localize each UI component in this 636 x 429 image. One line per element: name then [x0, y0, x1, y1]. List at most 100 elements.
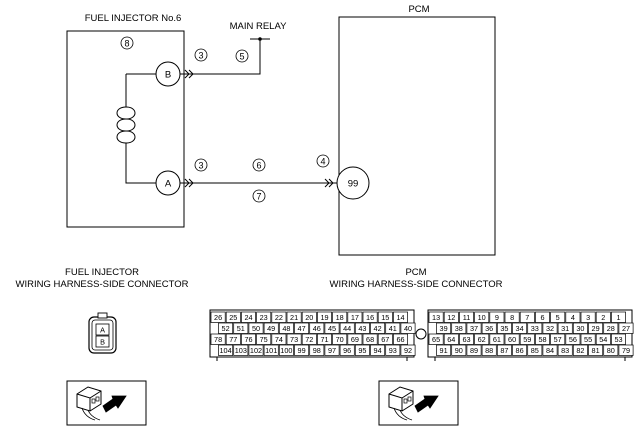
pcm-pin-label: 57: [554, 335, 562, 344]
pcm-pin-label: 32: [546, 324, 554, 333]
pcm-pin-label: 81: [592, 346, 600, 355]
pcm-pin-label: 33: [531, 324, 539, 333]
pcm-pin-cell: [233, 322, 249, 334]
pcm-pin-cell: [263, 322, 279, 334]
injector-connector-title-1: FUEL INJECTOR: [65, 267, 139, 278]
pcm-pin-cell: [347, 311, 363, 323]
pcm-pin-cell: [512, 322, 528, 334]
wire-a-code-bottom-circle: [252, 189, 266, 203]
pcm-pin-cell: [286, 311, 302, 323]
pcm-terminal-label: 99: [348, 179, 359, 190]
pcm-pin-cell: [443, 333, 459, 345]
pcm-pin-label: 21: [290, 313, 298, 322]
pcm-pin-label: 55: [584, 335, 592, 344]
pcm-pin-cell: [459, 333, 474, 345]
pcm-pin-label: 72: [305, 335, 313, 344]
pcm-pin-cell: [618, 322, 634, 334]
wire-a-connector-code-circle: [194, 158, 208, 172]
pcm-pin-cell: [436, 322, 452, 334]
pcm-pin-cell: [527, 322, 543, 334]
pcm-pin-cell: [557, 322, 573, 334]
wire-b-connector-code-circle: [194, 48, 208, 62]
pcm-pin-label: 1: [616, 313, 620, 322]
pcm-pin-label: 31: [561, 324, 569, 333]
pcm-pin-label: 15: [381, 313, 389, 322]
pcm-pin-label: 37: [470, 324, 478, 333]
pcm-box: [338, 16, 496, 256]
wire-b-connector-code: 3: [198, 51, 203, 61]
injector-box: [66, 30, 185, 228]
connector-insert-arrow-icon: [414, 395, 439, 413]
pcm-pin-label: 7: [525, 313, 529, 322]
pcm-pin-cell: [451, 344, 467, 356]
pcm-pin-cell: [271, 333, 287, 345]
pcm-pin-cell: [339, 344, 355, 356]
pcm-pin-label: 11: [463, 313, 471, 322]
pcm-pin-label: 51: [237, 324, 245, 333]
pcm-pin-cell: [466, 344, 482, 356]
pcm-pin-cell: [519, 333, 535, 345]
wire-a-code-top: 6: [256, 161, 261, 171]
pcm-pin-label: 53: [614, 335, 622, 344]
pcm-pin-cell: [385, 322, 401, 334]
pcm-pin-label: 13: [432, 313, 440, 322]
pcm-pin-label: 45: [328, 324, 336, 333]
pcm-pin-label: 14: [396, 313, 404, 322]
pcm-connector-center-hole: [415, 328, 427, 340]
pcm-pin-label: 61: [493, 335, 501, 344]
injector-coil-icon: [116, 106, 136, 144]
pcm-harness-code-circle: [316, 154, 330, 168]
pcm-pin-cell: [519, 311, 535, 323]
pcm-pin-cell: [286, 333, 302, 345]
pcm-pin-cell: [210, 333, 226, 345]
pcm-pin-label: 75: [260, 335, 268, 344]
pcm-pin-label: 77: [229, 335, 237, 344]
pcm-pin-cell: [317, 311, 332, 323]
pcm-harness-code: 4: [320, 157, 325, 167]
pcm-pin-cell: [241, 333, 256, 345]
pcm-pin-cell: [377, 333, 393, 345]
injector-connector-face: [88, 312, 117, 354]
pcm-pin-cell: [588, 322, 604, 334]
pcm-pin-cell: [393, 333, 408, 345]
pcm-pin-label: 68: [366, 335, 374, 344]
pcm-pin-label: 60: [508, 335, 516, 344]
pcm-pin-label: 58: [538, 335, 546, 344]
pcm-pin-cell: [474, 311, 490, 323]
pcm-pin-cell: [218, 344, 234, 356]
pcm-pin-cell: [595, 333, 611, 345]
pcm-pin-label: 18: [336, 313, 344, 322]
pcm-pin-cell: [263, 344, 279, 356]
pcm-pin-label: 73: [290, 335, 298, 344]
pcm-pin-cell: [550, 333, 566, 345]
pcm-pin-label: 103: [235, 346, 247, 355]
pcm-pin-cell: [557, 344, 573, 356]
pcm-pin-label: 10: [478, 313, 486, 322]
pcm-pin-label: 80: [607, 346, 615, 355]
pcm-pin-label: 76: [244, 335, 252, 344]
pcm-pin-cell: [332, 311, 348, 323]
connector-insert-arrow-icon: [102, 395, 127, 413]
pcm-pin-cell: [225, 311, 241, 323]
pcm-title: PCM: [408, 4, 429, 15]
pcm-pin-cell: [603, 322, 619, 334]
pcm-pin-cell: [225, 333, 241, 345]
pcm-pin-cell: [618, 344, 634, 356]
pcm-pin-cell: [611, 311, 626, 323]
pcm-pin-cell: [542, 322, 558, 334]
pcm-pin-cell: [256, 311, 272, 323]
pcm-pin-label: 69: [351, 335, 359, 344]
pcm-pin-cell: [595, 311, 611, 323]
injector-terminal-a-label: A: [165, 179, 172, 190]
coil-lead-bottom: [125, 143, 156, 184]
pcm-pin-cell: [324, 344, 340, 356]
pcm-pin-cell: [459, 311, 474, 323]
pcm-pin-label: 85: [531, 346, 539, 355]
pcm-pin-cell: [512, 344, 528, 356]
pcm-pin-label: 88: [485, 346, 493, 355]
pcm-pin-cell: [572, 344, 588, 356]
pcm-pin-cell: [466, 322, 482, 334]
pcm-pin-label: 5: [556, 313, 560, 322]
pcm-pin-label: 48: [282, 324, 290, 333]
